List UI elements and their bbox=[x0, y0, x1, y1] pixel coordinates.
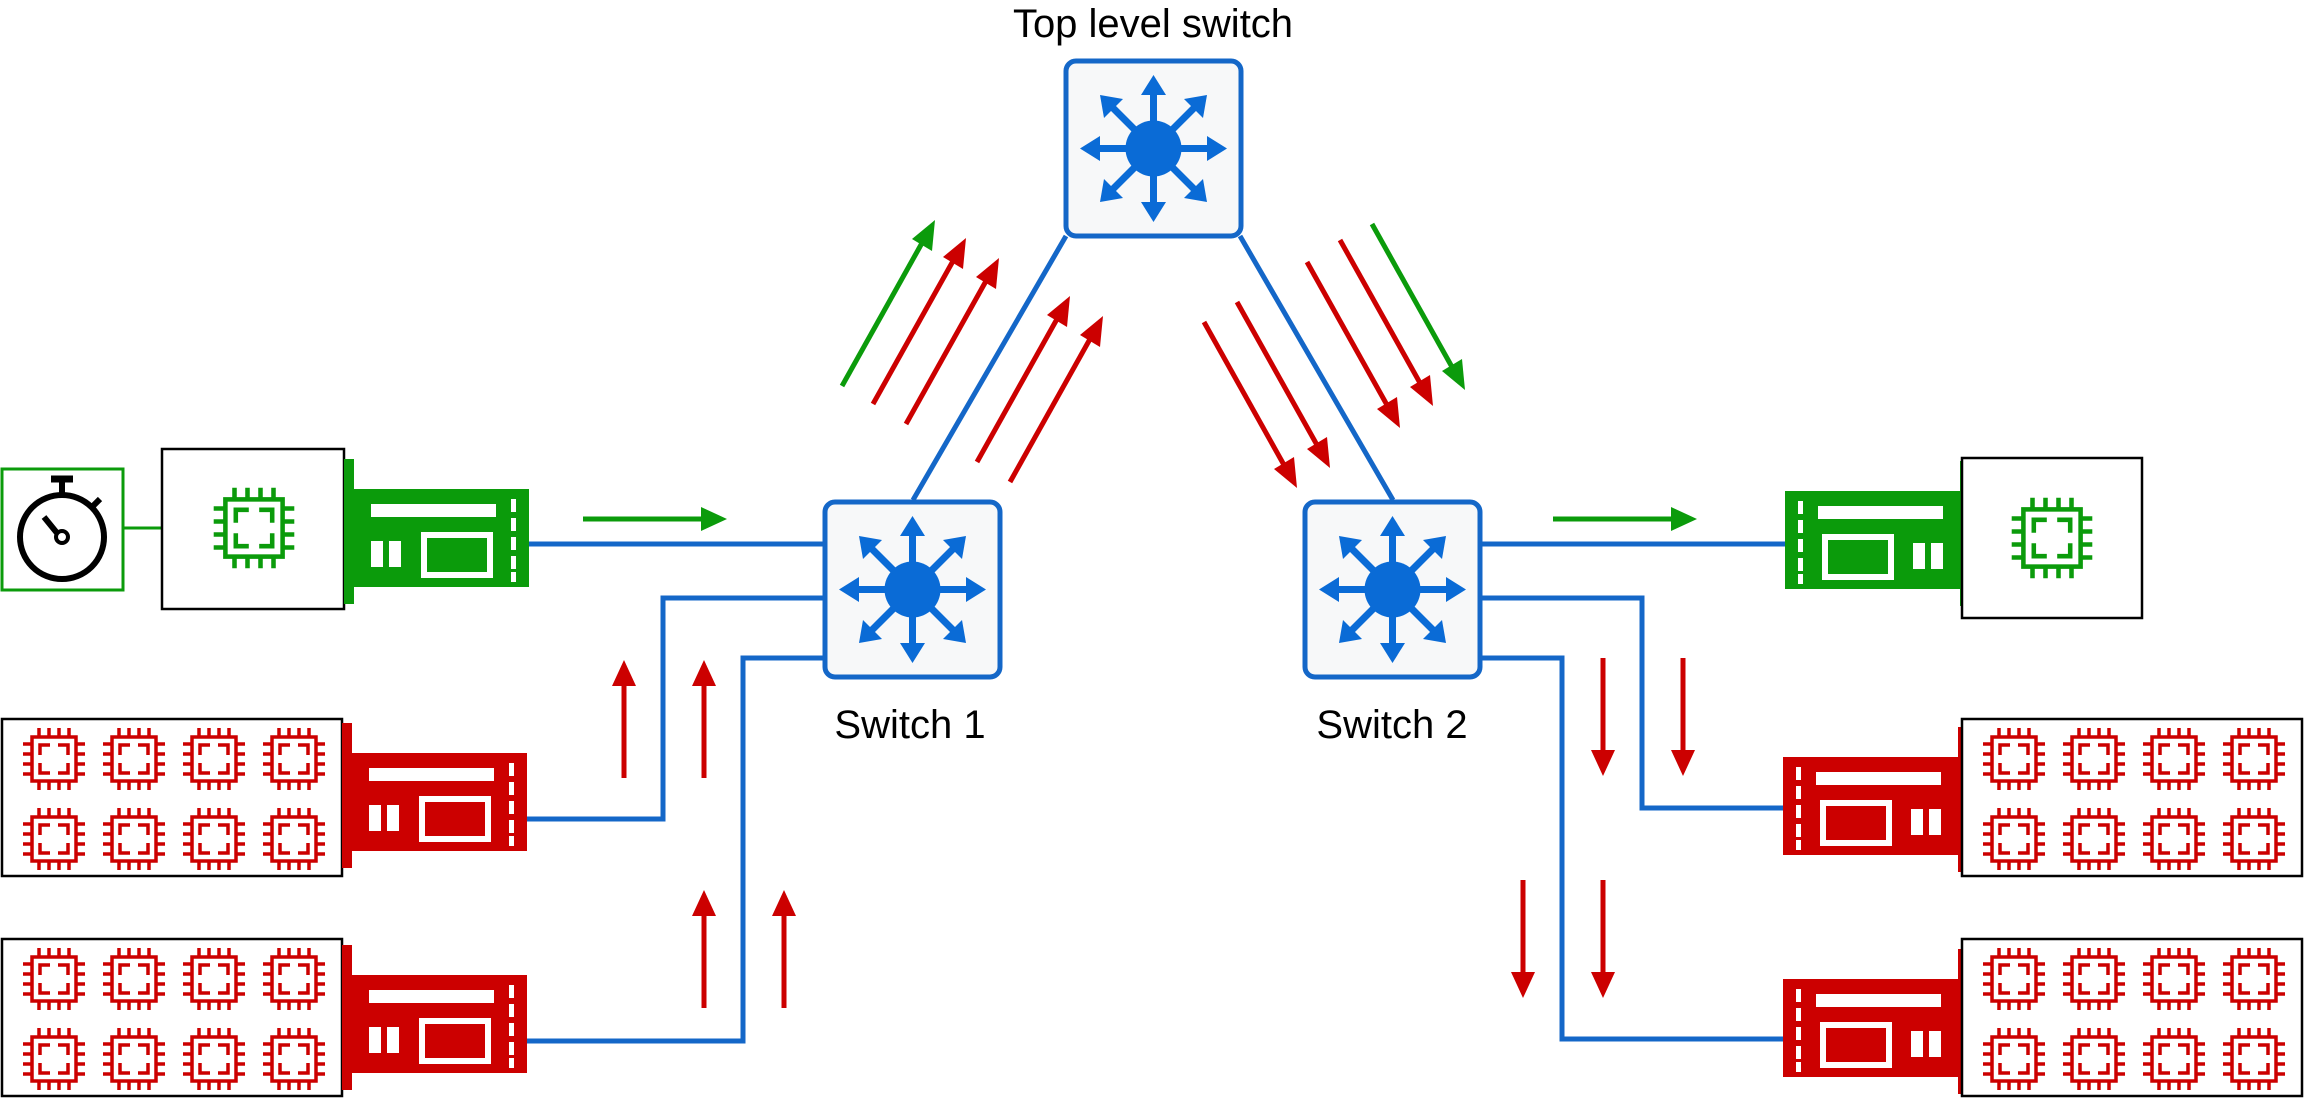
network-switch-icon bbox=[1066, 61, 1241, 236]
network-card-icon bbox=[344, 459, 529, 604]
red-arrow-up bbox=[692, 660, 716, 778]
cpu-chip-icon bbox=[1962, 939, 2302, 1096]
network-card-icon bbox=[1785, 461, 1970, 606]
red-arrow-up bbox=[692, 890, 716, 1008]
link-top-switch1 bbox=[910, 234, 1069, 502]
link-switch2-server5 bbox=[1480, 595, 1785, 811]
cpu-chip-icon bbox=[2, 939, 342, 1096]
switch1-label: Switch 1 bbox=[834, 703, 985, 747]
switch-2[interactable]: Switch 2 bbox=[1305, 502, 1480, 747]
red-arrow-down-right bbox=[1204, 322, 1297, 488]
network-card-icon bbox=[1783, 727, 1968, 872]
red-arrow-up-right bbox=[906, 258, 999, 424]
switch2-label: Switch 2 bbox=[1316, 703, 1467, 747]
stopwatch-icon bbox=[17, 475, 107, 582]
timer-box bbox=[0, 467, 125, 592]
green-flow-arrows bbox=[583, 220, 1697, 531]
red-arrow-up-right bbox=[873, 238, 966, 404]
green-server-left[interactable] bbox=[160, 447, 529, 611]
switch-1[interactable]: Switch 1 bbox=[825, 502, 1000, 747]
red-arrow-down bbox=[1671, 658, 1695, 776]
red-flow-arrows bbox=[612, 238, 1695, 1008]
red-arrow-up bbox=[612, 660, 636, 778]
network-card-icon bbox=[1783, 949, 1968, 1094]
link-switch2-server6 bbox=[1480, 655, 1785, 1042]
network-card-icon bbox=[342, 723, 527, 868]
network-switch-icon bbox=[1305, 502, 1480, 677]
red-arrow-up-right bbox=[977, 296, 1070, 462]
red-arrow-down bbox=[1591, 658, 1615, 776]
top-switch-label: Top level switch bbox=[1013, 2, 1293, 46]
cpu-chip-icon bbox=[1962, 719, 2302, 876]
red-arrow-down-right bbox=[1307, 262, 1400, 428]
red-arrow-down-right bbox=[1237, 302, 1330, 468]
network-switch-icon bbox=[825, 502, 1000, 677]
green-arrow-right bbox=[1553, 507, 1697, 531]
link-switch1-server2 bbox=[522, 595, 825, 822]
red-server-left-1[interactable] bbox=[2, 719, 527, 876]
red-server-right-2[interactable] bbox=[1783, 939, 2302, 1096]
cpu-chip-icon bbox=[2, 719, 342, 876]
red-arrow-up bbox=[772, 890, 796, 1008]
red-server-left-2[interactable] bbox=[2, 939, 527, 1096]
green-arrow-up-right bbox=[842, 220, 935, 386]
network-card-icon bbox=[342, 945, 527, 1090]
green-arrow-down-right bbox=[1372, 224, 1465, 390]
red-arrow-down bbox=[1511, 880, 1535, 998]
link-switch1-server3 bbox=[522, 655, 825, 1044]
green-arrow-right bbox=[583, 507, 727, 531]
links bbox=[522, 234, 1785, 1044]
top-level-switch[interactable]: Top level switch bbox=[1013, 2, 1293, 236]
red-arrow-down bbox=[1591, 880, 1615, 998]
green-server-right[interactable] bbox=[1785, 456, 2144, 620]
red-arrow-up-right bbox=[1010, 316, 1103, 482]
red-arrow-down-right bbox=[1340, 240, 1433, 406]
link-top-switch2 bbox=[1237, 234, 1396, 502]
red-server-right-1[interactable] bbox=[1783, 719, 2302, 876]
